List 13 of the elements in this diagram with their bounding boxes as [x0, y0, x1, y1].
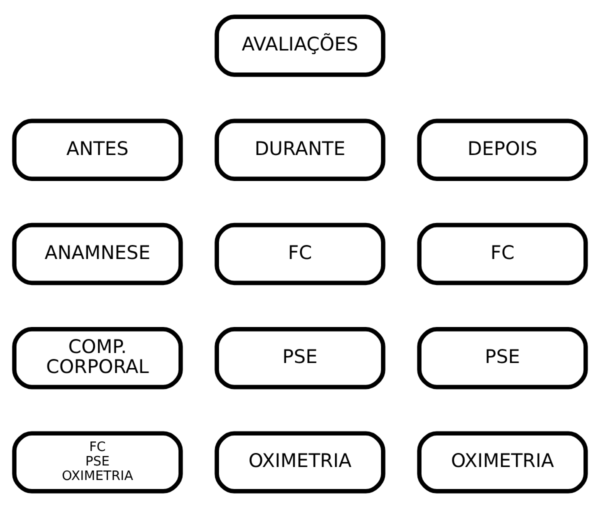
node-box: PSE [417, 327, 588, 390]
node-box: COMP. CORPORAL [12, 327, 183, 390]
node-box: FC [214, 222, 386, 286]
node-box: DEPOIS [417, 118, 588, 181]
node-box: DURANTE [214, 118, 386, 181]
node-box: ANTES [12, 118, 183, 181]
node-box: PSE [214, 327, 386, 390]
node-box: OXIMETRIA [214, 431, 386, 494]
node-box: FC PSE OXIMETRIA [12, 431, 183, 494]
node-box: AVALIAÇÕES [214, 14, 386, 77]
node-box: FC [417, 222, 588, 286]
node-box: ANAMNESE [12, 222, 183, 286]
node-box: OXIMETRIA [417, 431, 588, 494]
